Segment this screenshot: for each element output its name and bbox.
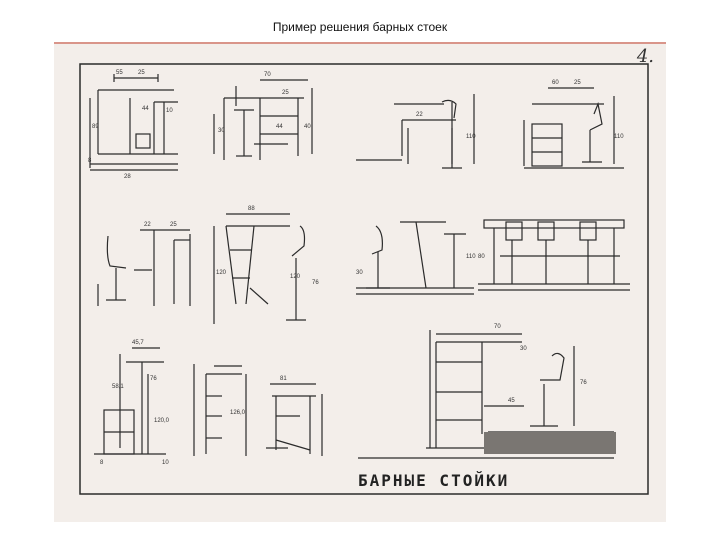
dim-label: 120 bbox=[216, 270, 227, 276]
dim-label: 22 bbox=[416, 112, 423, 118]
dim-label: 30 bbox=[218, 128, 225, 134]
dim-label: 76 bbox=[150, 376, 157, 382]
dim-label: 88 bbox=[248, 206, 255, 212]
dim-label: 30 bbox=[520, 346, 527, 352]
dim-label: 25 bbox=[282, 90, 289, 96]
dim-label: 44 bbox=[142, 106, 149, 112]
drawing-bar-counter-9 bbox=[94, 347, 166, 455]
dim-label: 81 bbox=[280, 376, 287, 382]
dim-label: 55 bbox=[116, 70, 123, 76]
dim-label: 25 bbox=[138, 70, 145, 76]
drawing-sheet: 4. bbox=[54, 42, 666, 522]
dim-label: 110 bbox=[466, 254, 476, 260]
dim-label: 120,0 bbox=[154, 418, 170, 424]
dim-label: 8 bbox=[88, 158, 92, 164]
drawing-bar-counter-5 bbox=[97, 229, 191, 306]
technical-drawing: 55 25 44 10 89 8 28 70 25 44 30 40 22 60… bbox=[79, 63, 649, 495]
dim-label: 10 bbox=[166, 108, 173, 114]
dim-label: 89 bbox=[92, 124, 99, 130]
floor-section-hatch bbox=[484, 432, 616, 454]
dim-label: 120 bbox=[290, 274, 301, 280]
drawing-bar-counter-6 bbox=[213, 213, 306, 324]
dim-label: 10 bbox=[162, 460, 169, 466]
dim-label: 25 bbox=[170, 222, 177, 228]
drawing-bar-counter-8 bbox=[478, 219, 630, 291]
dim-label: 40 bbox=[304, 124, 311, 130]
dim-label: 22 bbox=[144, 222, 151, 228]
dim-label: 76 bbox=[312, 280, 319, 286]
dim-label: 45 bbox=[508, 398, 515, 404]
dim-label: 58,1 bbox=[112, 384, 124, 390]
drawing-bar-counter-2 bbox=[213, 79, 313, 160]
drawing-bar-counter-10 bbox=[193, 364, 247, 456]
dim-label: 45,7 bbox=[132, 340, 144, 346]
dim-label: 8 bbox=[100, 460, 104, 466]
drawing-bar-counter-3 bbox=[356, 94, 475, 169]
dim-label: 28 bbox=[124, 174, 131, 180]
slide-title: Пример решения барных стоек bbox=[272, 20, 448, 34]
dim-label: 126,0 bbox=[230, 410, 246, 416]
drawing-bar-counter-4 bbox=[523, 87, 624, 169]
dim-label: 110 bbox=[614, 134, 624, 140]
dim-label: 30 bbox=[356, 270, 363, 276]
drawing-bar-counter-1 bbox=[89, 74, 178, 171]
drawing-bar-counter-7 bbox=[356, 221, 474, 295]
dim-label: 44 bbox=[276, 124, 283, 130]
dim-label: 25 bbox=[574, 80, 581, 86]
drawing-bar-counter-11 bbox=[266, 383, 323, 456]
dim-label: 70 bbox=[494, 324, 501, 330]
dim-label: 76 bbox=[580, 380, 587, 386]
sheet-number: 4. bbox=[636, 46, 654, 67]
dim-label: 70 bbox=[264, 72, 271, 78]
drawing-caption: БАРНЫЕ СТОЙКИ bbox=[358, 471, 510, 490]
dim-label: 80 bbox=[478, 254, 485, 260]
dim-label: 110 bbox=[466, 134, 476, 140]
dim-label: 60 bbox=[552, 80, 559, 86]
